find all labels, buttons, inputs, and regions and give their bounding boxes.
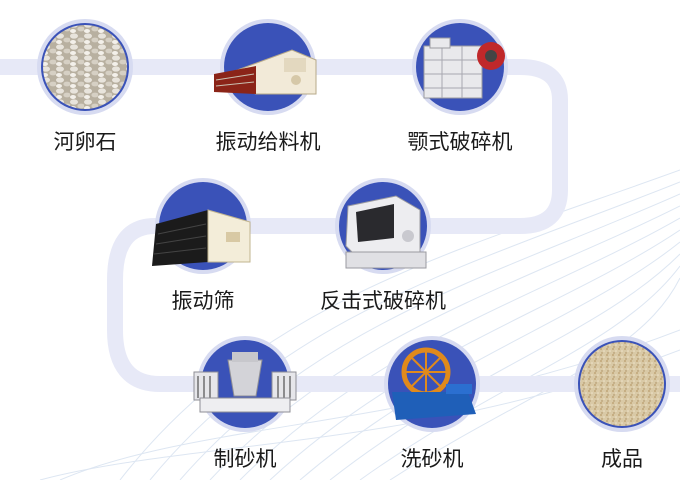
step-label-impact-crusher: 反击式破碎机 <box>320 289 446 313</box>
river-pebbles-icon <box>43 25 127 109</box>
step-finished-sand <box>574 336 670 432</box>
step-river-pebbles <box>37 19 133 115</box>
step-label-vibrating-screen: 振动筛 <box>171 289 235 313</box>
jaw-crusher-icon <box>423 37 505 99</box>
step-label-finished-sand: 成品 <box>601 447 643 471</box>
impact-crusher-icon <box>345 195 427 269</box>
step-vibrating-feeder <box>214 19 317 115</box>
sand-making-machine-icon <box>193 352 297 413</box>
step-label-jaw-crusher: 颚式破碎机 <box>407 130 513 154</box>
step-vibrating-screen <box>152 178 251 274</box>
step-label-river-pebbles: 河卵石 <box>53 130 117 154</box>
step-sand-washer <box>384 336 480 432</box>
flow-path <box>0 59 680 392</box>
step-label-sand-making-machine: 制砂机 <box>213 447 277 471</box>
sand-washer-icon <box>392 347 476 420</box>
vibrating-screen-icon <box>152 209 251 266</box>
step-label-vibrating-feeder: 振动给料机 <box>215 130 321 154</box>
step-jaw-crusher <box>412 19 508 115</box>
finished-sand-icon <box>580 342 664 426</box>
step-label-sand-washer: 洗砂机 <box>400 447 464 471</box>
step-impact-crusher <box>335 178 431 274</box>
step-sand-making-machine <box>193 336 297 432</box>
vibrating-feeder-icon <box>214 49 317 95</box>
